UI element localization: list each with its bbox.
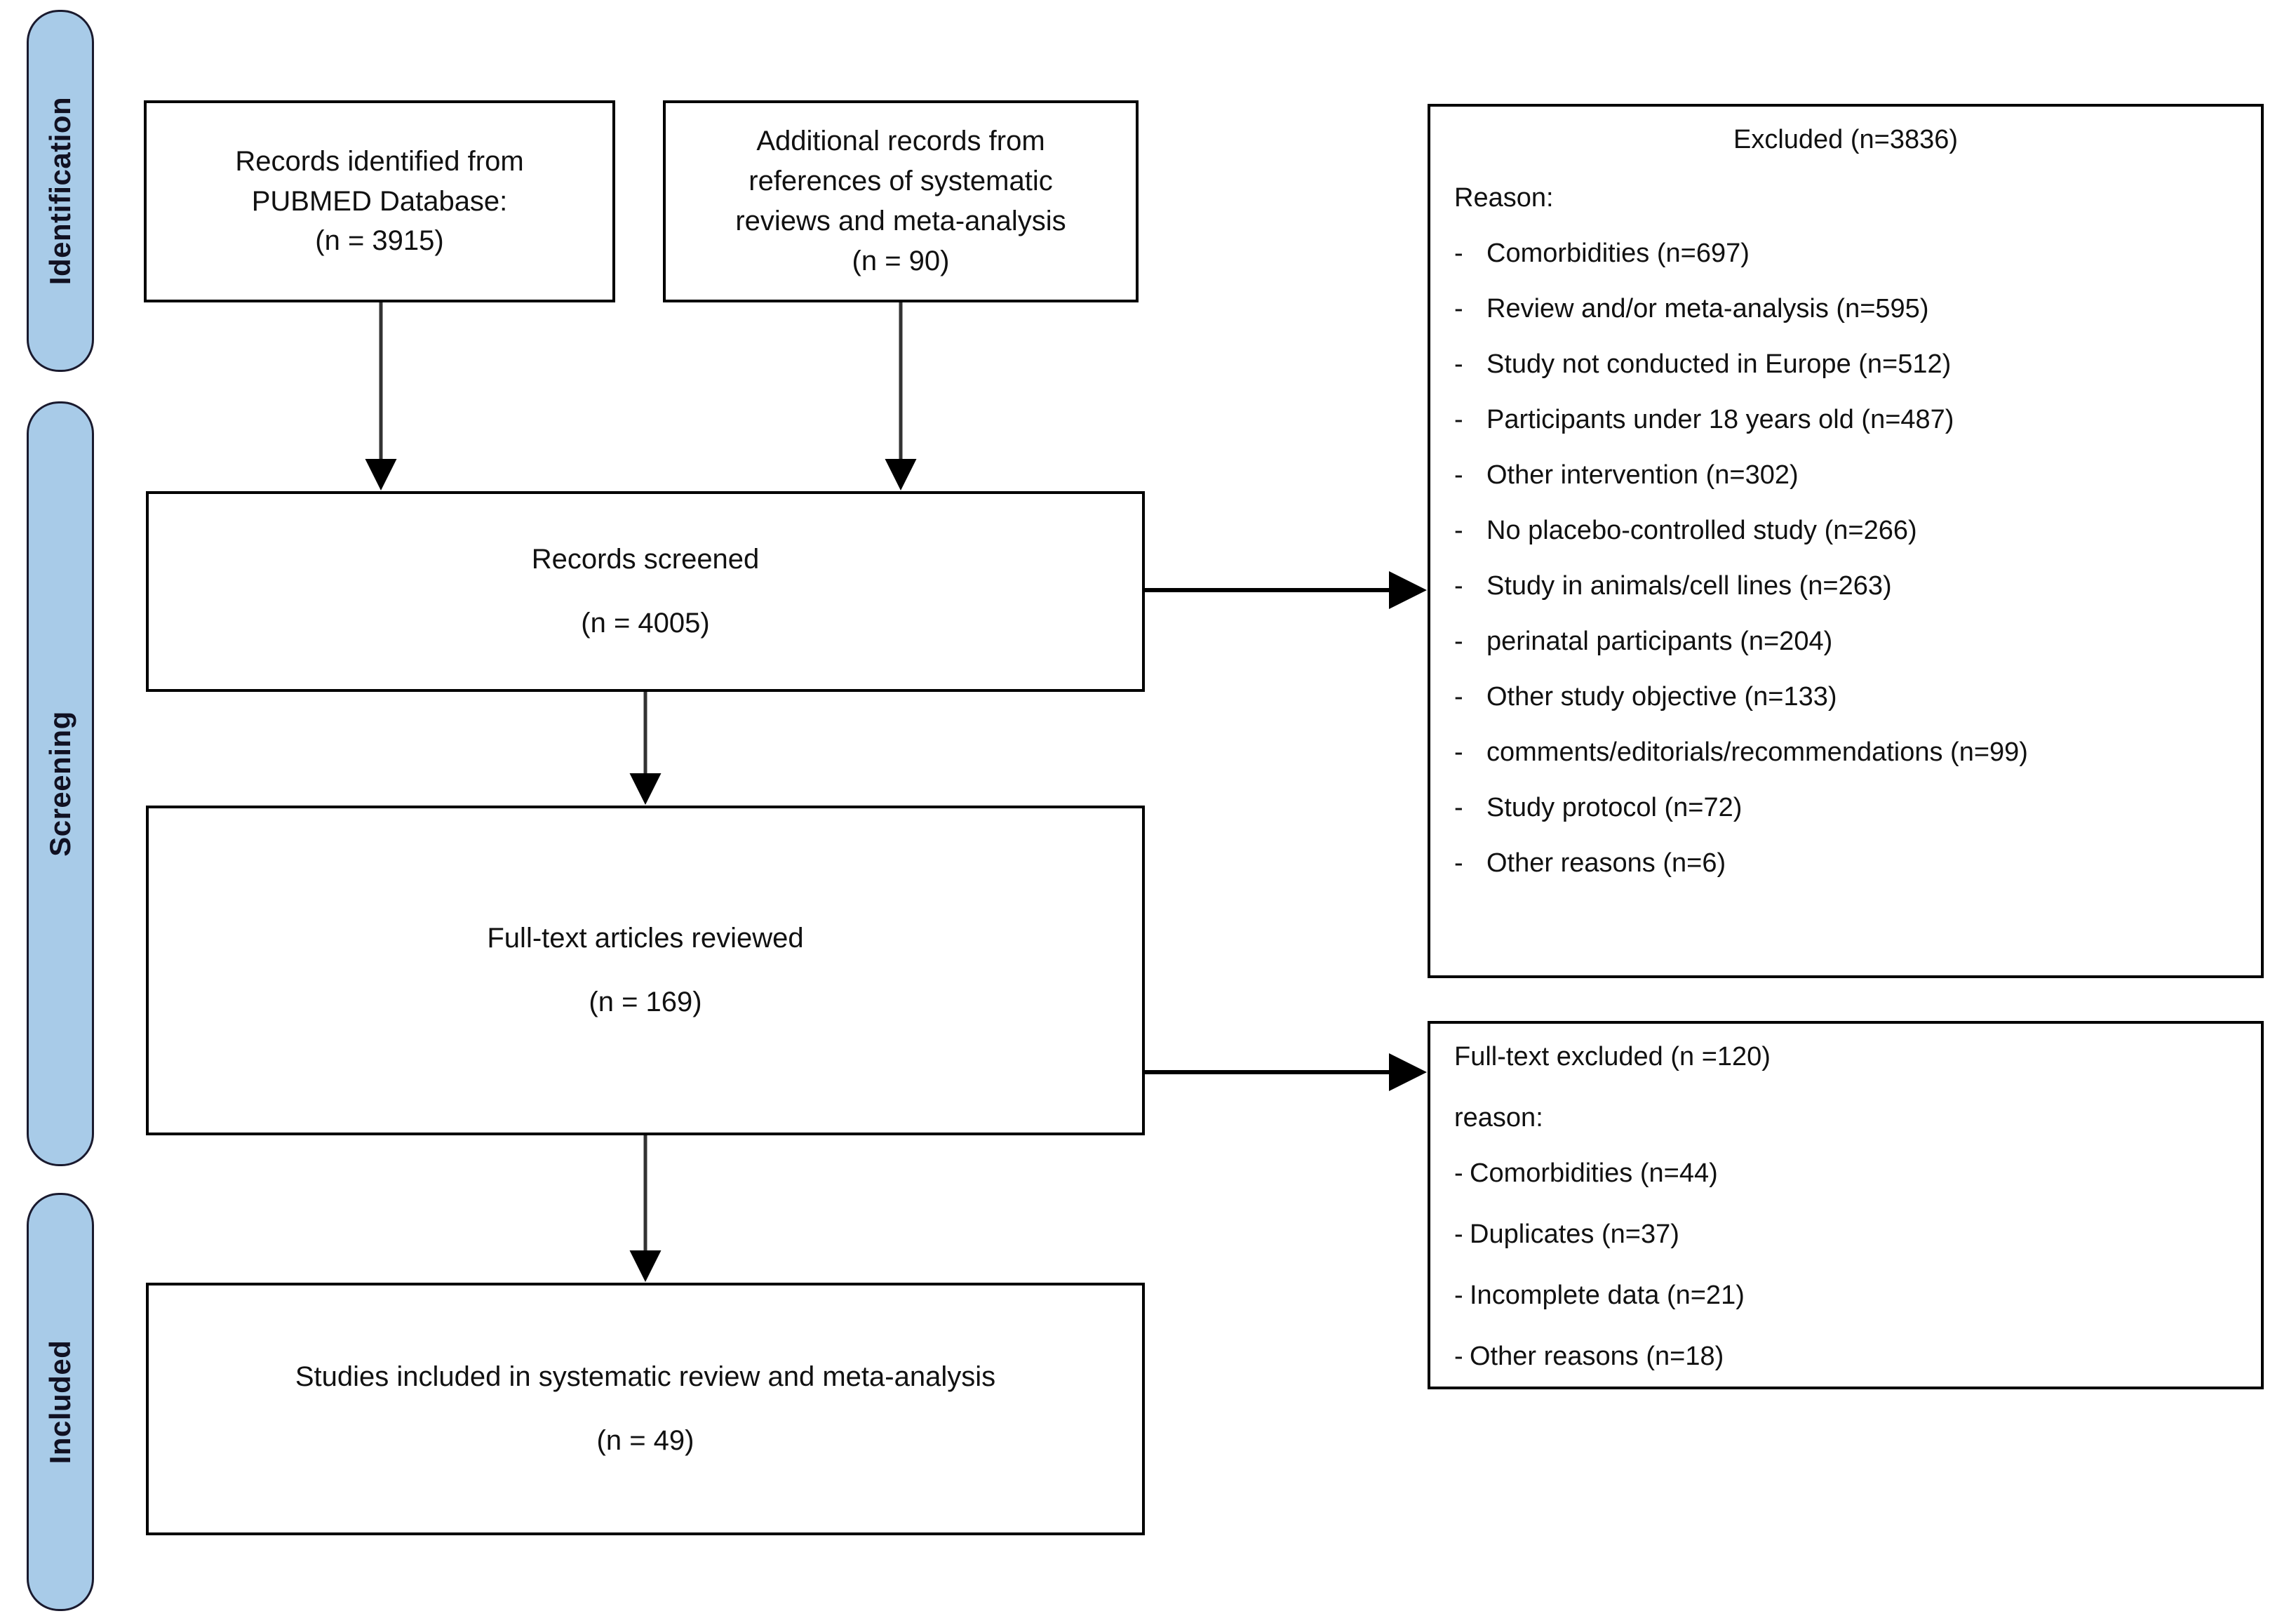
list-item: - Other reasons (n=18) (1454, 1342, 2237, 1372)
fulltext-excluded-subtitle: reason: (1454, 1103, 1543, 1133)
bullet-dash-icon: - (1454, 1281, 1463, 1310)
excluded-title: Excluded (n=3836) (1733, 125, 1959, 154)
box-line: Records identified from (235, 145, 524, 177)
box-line: references of systematic (748, 166, 1053, 197)
reason-text: Participants under 18 years old (n=487) (1486, 405, 1954, 434)
box-records-screened: Records screened (n = 4005) (146, 491, 1145, 692)
list-item: - Study protocol (n=72) (1454, 793, 2237, 823)
list-item: - Duplicates (n=37) (1454, 1220, 2237, 1250)
bullet-dash-icon: - (1454, 793, 1463, 822)
box-line: (n = 90) (852, 245, 950, 276)
list-item: - Participants under 18 years old (n=487… (1454, 405, 2237, 435)
stage-bar-identification: Identification (27, 10, 94, 372)
bullet-dash-icon: - (1454, 627, 1463, 656)
box-line: Full-text articles reviewed (487, 923, 804, 954)
box-line: Records screened (531, 544, 760, 575)
box-line: (n = 3915) (315, 225, 444, 257)
box-line: reviews and meta-analysis (735, 206, 1066, 236)
box-line: Additional records from (756, 126, 1045, 157)
list-item: - perinatal participants (n=204) (1454, 627, 2237, 657)
bullet-dash-icon: - (1454, 294, 1463, 323)
list-item: - comments/editorials/recommendations (n… (1454, 737, 2237, 768)
reason-text: Other reasons (n=6) (1486, 848, 1726, 878)
bullet-dash-icon: - (1454, 737, 1463, 767)
bullet-dash-icon: - (1454, 1220, 1463, 1249)
box-studies-included: Studies included in systematic review an… (146, 1283, 1145, 1535)
list-item: - Comorbidities (n=44) (1454, 1158, 2237, 1189)
reason-text: Study in animals/cell lines (n=263) (1486, 571, 1892, 601)
reason-text: Study protocol (n=72) (1486, 793, 1743, 822)
bullet-dash-icon: - (1454, 848, 1463, 878)
box-records-identified-pubmed: Records identified from PUBMED Database:… (144, 100, 615, 302)
list-item: - Study in animals/cell lines (n=263) (1454, 571, 2237, 601)
reason-text: Other study objective (n=133) (1486, 682, 1837, 712)
list-item: - No placebo-controlled study (n=266) (1454, 516, 2237, 546)
list-item: - Incomplete data (n=21) (1454, 1281, 2237, 1311)
bullet-dash-icon: - (1454, 349, 1463, 379)
excluded-reason-list: - Comorbidities (n=697) - Review and/or … (1454, 239, 2237, 879)
box-line: PUBMED Database: (251, 185, 508, 217)
panel-fulltext-excluded: Full-text excluded (n =120) reason: - Co… (1428, 1021, 2264, 1389)
reason-text: Review and/or meta-analysis (n=595) (1486, 294, 1929, 323)
reason-text: perinatal participants (n=204) (1486, 627, 1833, 656)
reason-text: Other reasons (n=18) (1470, 1342, 1724, 1371)
stage-bar-included: Included (27, 1193, 94, 1611)
list-item: - Other reasons (n=6) (1454, 848, 2237, 879)
list-item: - Comorbidities (n=697) (1454, 239, 2237, 269)
reason-text: Comorbidities (n=44) (1470, 1158, 1718, 1188)
bullet-dash-icon: - (1454, 1158, 1463, 1188)
stage-bar-screening: Screening (27, 401, 94, 1166)
reason-text: Incomplete data (n=21) (1470, 1281, 1745, 1310)
panel-excluded: Excluded (n=3836) Reason: - Comorbiditie… (1428, 104, 2264, 978)
box-additional-records: Additional records from references of sy… (663, 100, 1139, 302)
bullet-dash-icon: - (1454, 682, 1463, 712)
fulltext-excluded-title: Full-text excluded (n =120) (1454, 1042, 1771, 1071)
box-fulltext-articles-reviewed: Full-text articles reviewed (n = 169) (146, 806, 1145, 1135)
list-item: - Review and/or meta-analysis (n=595) (1454, 294, 2237, 324)
bullet-dash-icon: - (1454, 516, 1463, 545)
reason-text: No placebo-controlled study (n=266) (1486, 516, 1917, 545)
reason-text: Study not conducted in Europe (n=512) (1486, 349, 1952, 379)
box-line: Studies included in systematic review an… (295, 1361, 996, 1393)
reason-text: Comorbidities (n=697) (1486, 239, 1750, 268)
fulltext-excluded-reason-list: - Comorbidities (n=44) - Duplicates (n=3… (1454, 1158, 2237, 1372)
list-item: - Other intervention (n=302) (1454, 460, 2237, 490)
bullet-dash-icon: - (1454, 1342, 1463, 1371)
box-line: (n = 169) (589, 987, 702, 1017)
list-item: - Study not conducted in Europe (n=512) (1454, 349, 2237, 380)
reason-text: Other intervention (n=302) (1486, 460, 1799, 490)
bullet-dash-icon: - (1454, 571, 1463, 601)
bullet-dash-icon: - (1454, 405, 1463, 434)
list-item: - Other study objective (n=133) (1454, 682, 2237, 712)
reason-text: comments/editorials/recommendations (n=9… (1486, 737, 2028, 767)
bullet-dash-icon: - (1454, 460, 1463, 490)
reason-text: Duplicates (n=37) (1470, 1220, 1679, 1249)
excluded-subtitle: Reason: (1454, 183, 1554, 213)
bullet-dash-icon: - (1454, 239, 1463, 268)
box-line: (n = 4005) (581, 608, 710, 639)
box-line: (n = 49) (596, 1425, 694, 1456)
